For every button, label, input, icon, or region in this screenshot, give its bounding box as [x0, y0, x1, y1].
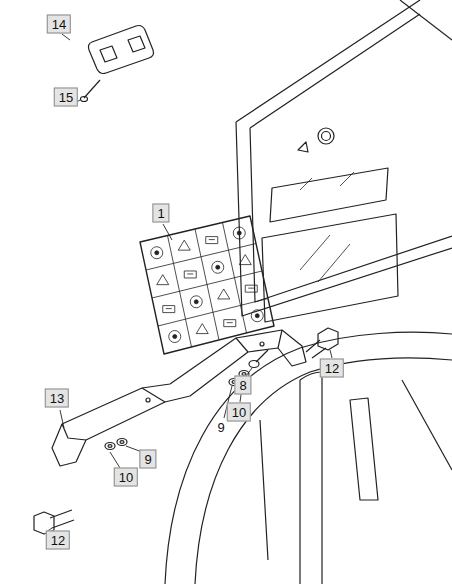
symbol-decal	[140, 216, 274, 354]
decal-icon	[255, 314, 259, 318]
callout-number: 12	[320, 359, 344, 378]
leader-line	[110, 452, 120, 468]
leader-line	[60, 410, 64, 428]
glass-reflection	[300, 235, 350, 282]
panel-window	[270, 168, 388, 222]
screw-shank	[84, 80, 100, 98]
decal-icon	[239, 255, 251, 265]
glass-reflection	[300, 172, 354, 190]
panel-edge	[400, 0, 452, 40]
washer	[117, 439, 127, 446]
decal-icon	[173, 335, 177, 339]
panel-inner-edge	[250, 14, 452, 302]
decal-icon	[227, 322, 233, 323]
leader-line	[62, 34, 70, 40]
decal-icon	[212, 261, 224, 273]
panel-arrow	[298, 142, 308, 152]
callout-number: 14	[47, 15, 71, 34]
screw-head	[249, 361, 259, 368]
decal-icon	[169, 331, 181, 343]
decal-icon	[248, 288, 254, 289]
washer	[120, 441, 124, 444]
washer	[105, 443, 115, 450]
callout-number: 9	[215, 420, 226, 435]
leader-line	[163, 224, 172, 240]
screw-head	[81, 97, 88, 102]
cowl-inner	[195, 358, 452, 584]
decal-icon	[218, 289, 230, 299]
callout-number: 10	[114, 468, 138, 487]
decal-icon	[166, 308, 172, 309]
callout-number: 1	[152, 204, 169, 223]
cowl-slot	[350, 398, 378, 500]
callout-number: 10	[227, 403, 251, 422]
bolt-head	[318, 328, 338, 350]
decal-icon	[216, 265, 220, 269]
decal-icon	[251, 310, 263, 322]
decal-icon	[157, 275, 169, 285]
leader-line	[330, 350, 332, 358]
callout-number: 13	[45, 389, 69, 408]
callout-number: 8	[234, 376, 251, 395]
decal-grid-line	[158, 299, 268, 327]
decal-icon	[196, 324, 208, 334]
bracket-hole	[146, 398, 150, 402]
decal-icon	[163, 306, 175, 313]
decal-icon	[209, 239, 215, 240]
decal-icon	[184, 271, 196, 278]
cowl-post	[300, 372, 322, 584]
panel-screen	[262, 214, 398, 322]
washer	[108, 445, 112, 448]
decal-icon	[190, 296, 202, 308]
panel-outline	[236, 0, 452, 316]
callout-number: 15	[54, 88, 78, 107]
callout-number: 9	[139, 450, 156, 469]
decal-icon	[187, 273, 193, 274]
cowl-edge	[260, 380, 452, 560]
bolt-shank	[306, 340, 326, 358]
decal-icon	[206, 237, 218, 244]
callout-number: 12	[46, 531, 70, 550]
screw-shank	[256, 350, 268, 362]
decal-icon	[245, 285, 257, 292]
decal-grid-line	[146, 244, 256, 271]
panel-knob	[322, 132, 331, 141]
decal-icon	[151, 247, 163, 259]
cowl-outline	[165, 332, 452, 584]
decal-icon	[224, 320, 236, 327]
bracket-hole	[260, 342, 264, 346]
decal-grid-line	[152, 271, 262, 298]
cover-plate	[88, 26, 153, 74]
decal-icon	[237, 231, 241, 235]
bracket-bend	[62, 330, 282, 440]
decal-icon	[233, 227, 245, 239]
decal-icon	[194, 300, 198, 304]
decal-icon	[178, 240, 190, 250]
cover-slot	[100, 36, 145, 62]
panel-knob	[318, 128, 334, 144]
decal-icon	[155, 251, 159, 255]
